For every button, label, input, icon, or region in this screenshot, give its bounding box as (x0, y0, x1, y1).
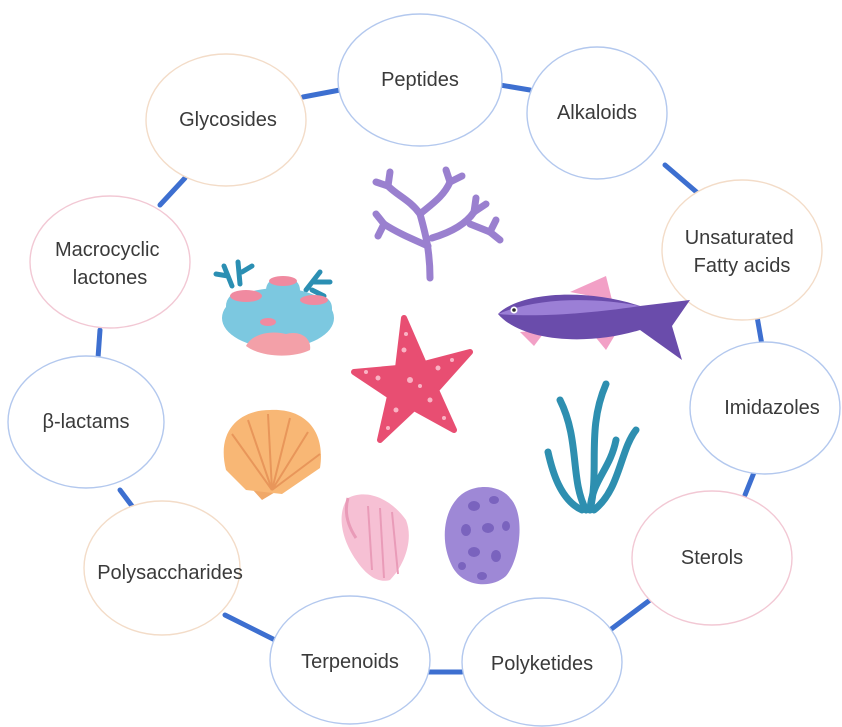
node-imidazoles: Imidazoles (690, 342, 840, 474)
coral-icon (376, 170, 500, 278)
svg-text:Terpenoids: Terpenoids (301, 651, 399, 673)
node-sterols: Sterols (632, 491, 792, 625)
svg-text:Polysaccharides: Polysaccharides (97, 562, 243, 584)
node-unsaturated-fatty-acids: Unsaturated Fatty acids (662, 180, 822, 320)
node-alkaloids: Alkaloids (527, 47, 667, 179)
node-peptides: Peptides (338, 14, 502, 146)
node-terpenoids: Terpenoids (270, 596, 430, 724)
svg-text:Peptides: Peptides (381, 69, 459, 91)
node-polysaccharides: Polysaccharides (84, 501, 243, 635)
svg-text:Polyketides: Polyketides (491, 653, 593, 675)
node-macrocyclic-lactones: Macrocyclic lactones (30, 196, 190, 328)
coral-reef-icon (216, 262, 334, 356)
sponge-icon (445, 487, 520, 584)
fish-icon (498, 276, 690, 360)
node-polyketides: Polyketides (462, 598, 622, 726)
scallop-shell-icon (224, 410, 321, 500)
connector (665, 165, 700, 195)
svg-text:Sterols: Sterols (681, 547, 743, 569)
connector (160, 178, 185, 205)
connector (610, 600, 650, 630)
svg-text:Imidazoles: Imidazoles (724, 397, 820, 419)
connector (225, 615, 275, 640)
svg-text:Glycosides: Glycosides (179, 109, 277, 131)
node-beta-lactams: β-lactams (8, 356, 164, 488)
connector (98, 330, 100, 358)
seaweed-icon (548, 384, 636, 510)
starfish-icon (354, 318, 470, 440)
svg-text:β-lactams: β-lactams (42, 411, 129, 433)
connector (303, 90, 340, 97)
node-glycosides: Glycosides (146, 54, 306, 186)
conch-shell-icon (342, 494, 409, 580)
svg-text:Alkaloids: Alkaloids (557, 102, 637, 124)
